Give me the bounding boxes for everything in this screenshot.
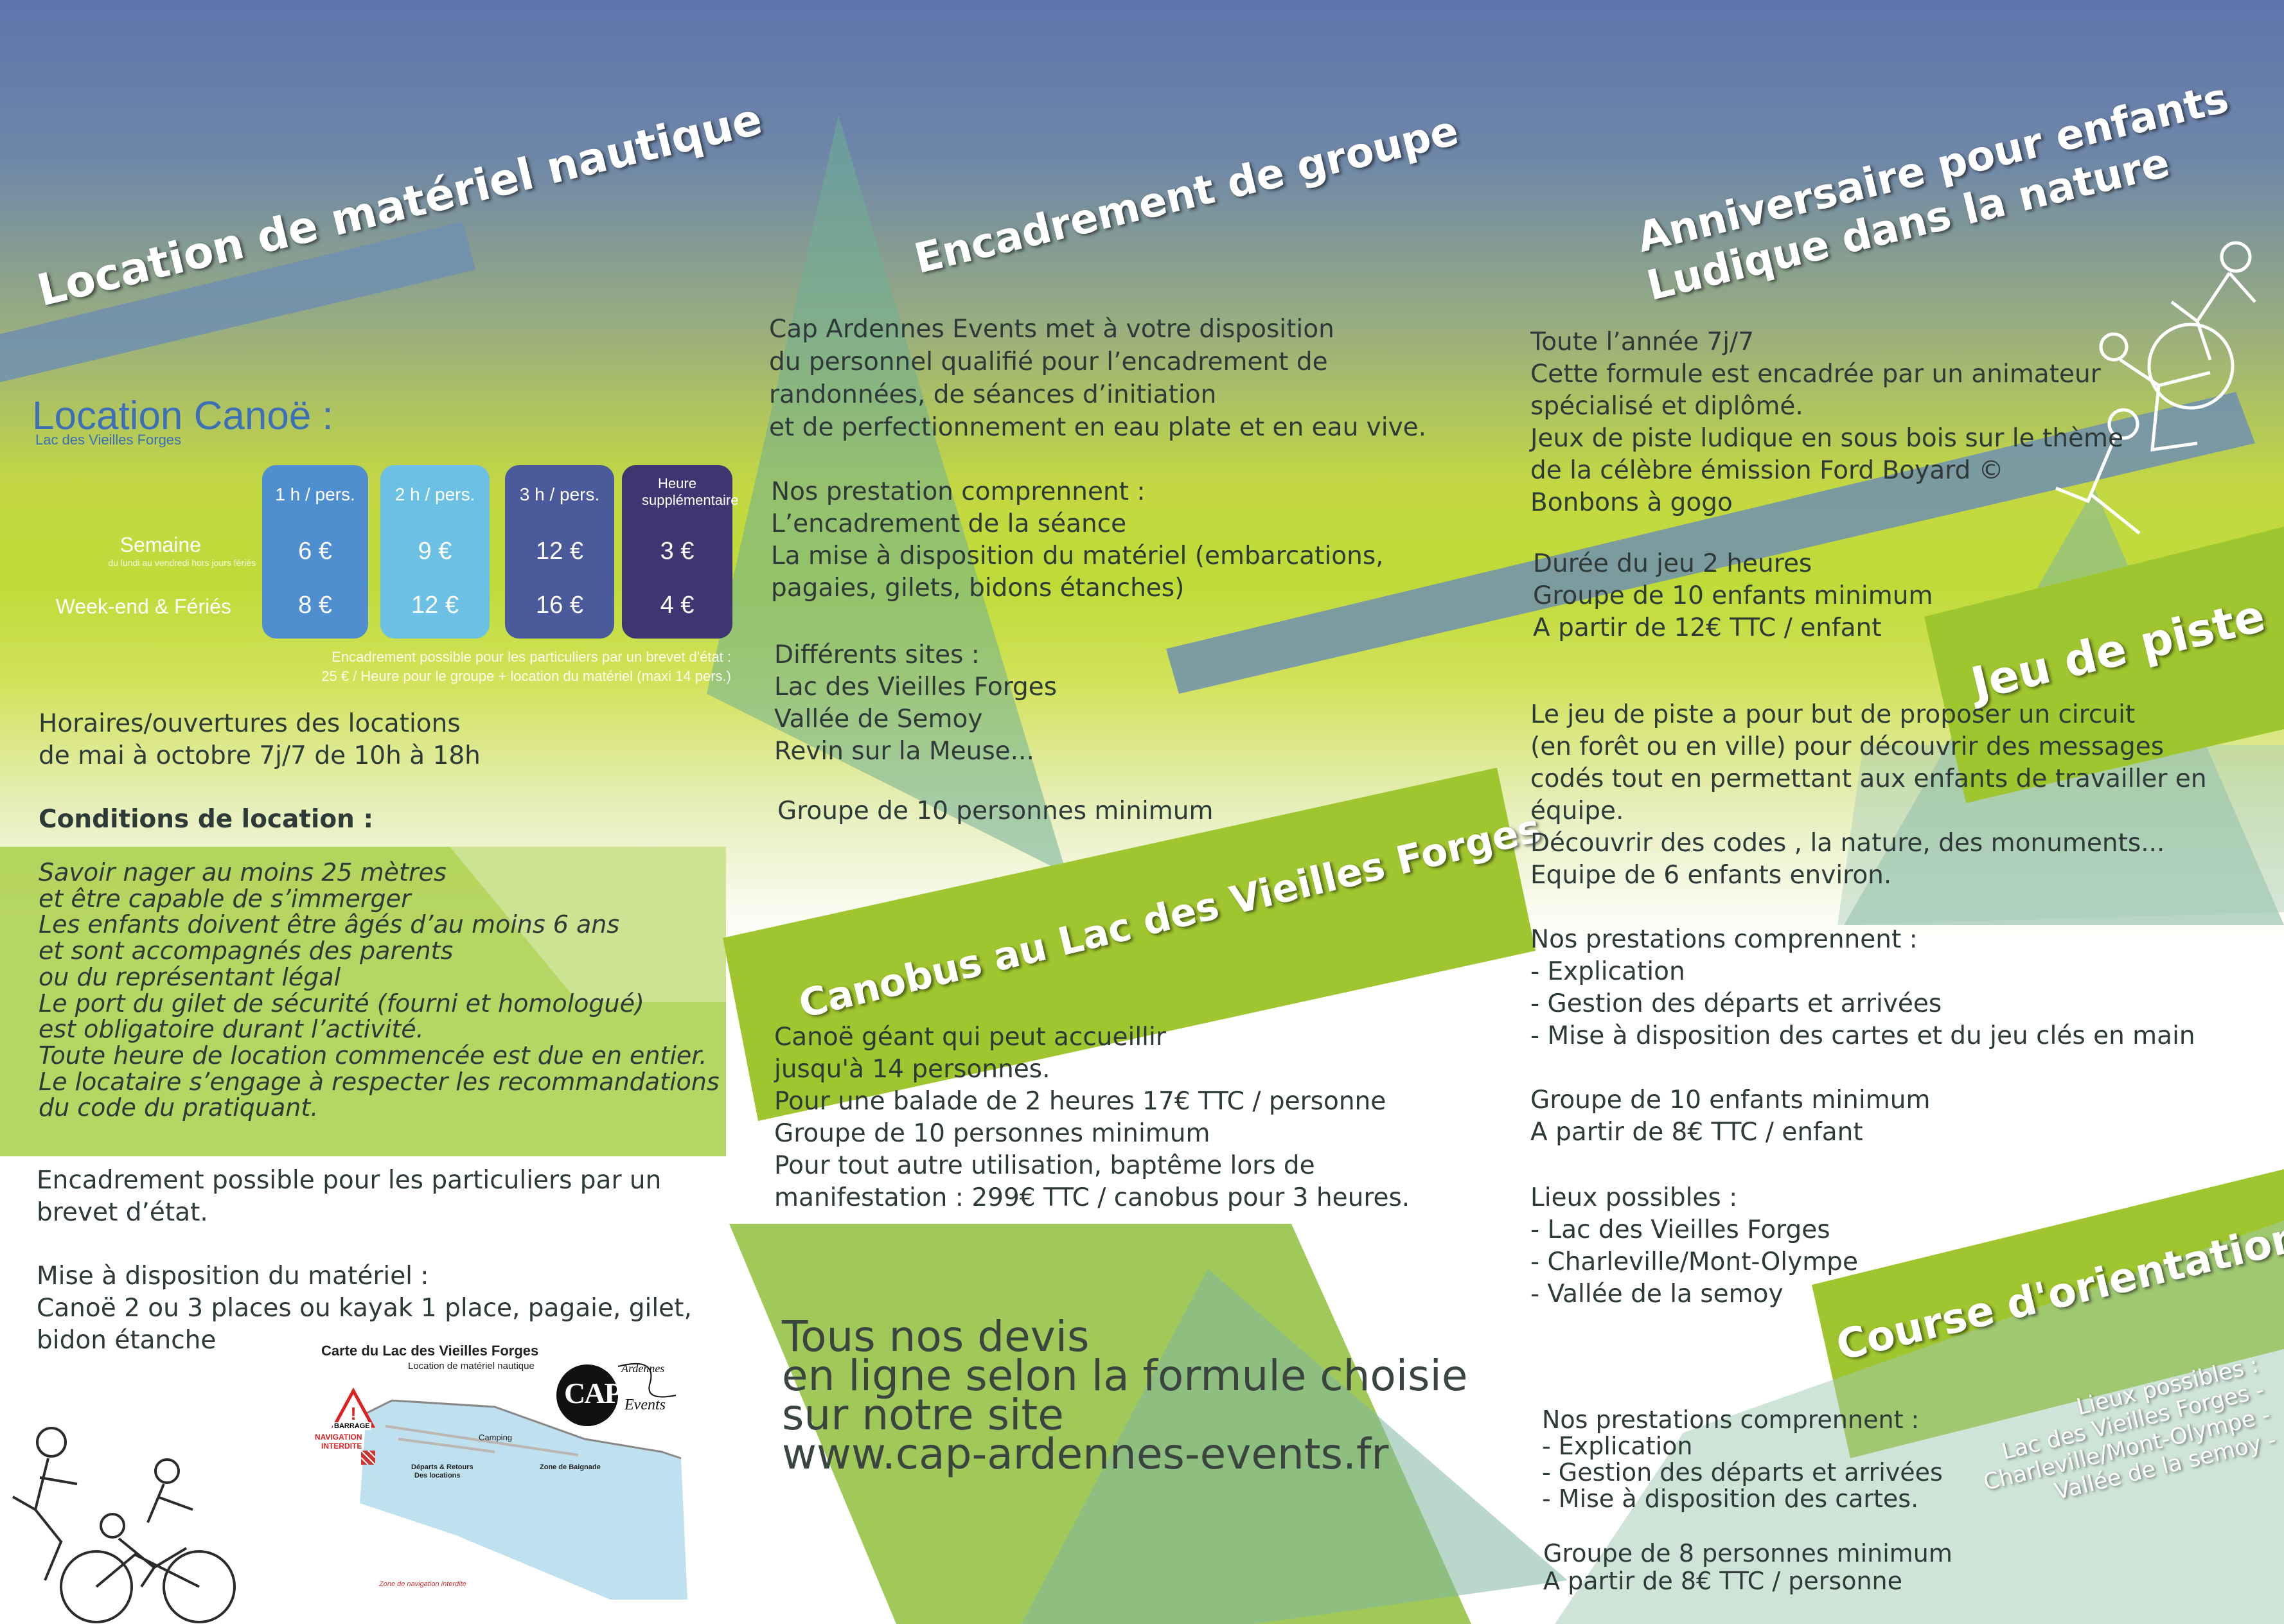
price-col-heure-supp: Heure supplémentaire 3 € 4 € <box>622 465 739 639</box>
teal-triangle-center <box>707 116 1067 874</box>
price-semaine: 6 € <box>298 538 332 565</box>
price-semaine: 9 € <box>418 538 452 565</box>
price-col-header: 2 h / pers. <box>394 484 475 504</box>
map-label-depart-2: Des locations <box>414 1472 461 1479</box>
canoe-title: Location Canoë : <box>32 394 333 438</box>
row-label-semaine-note: du lundi au vendredi hors jours fériés <box>108 558 256 568</box>
cyclist-bottom-left-icon <box>12 1427 236 1623</box>
logo-script-2: Events <box>624 1397 666 1413</box>
map-label-camping: Camping <box>479 1433 513 1442</box>
canoe-note-2: 25 € / Heure pour le groupe + location d… <box>321 668 731 684</box>
encadrement-particuliers: Encadrement possible pour les particulie… <box>37 1166 662 1227</box>
slate-bar-left <box>0 222 475 382</box>
row-label-semaine: Semaine <box>120 533 201 556</box>
logo-script-1: Ardennes <box>621 1362 665 1375</box>
price-semaine: 3 € <box>660 538 695 565</box>
lake-map: Carte du Lac des Vieilles Forges Locatio… <box>302 1343 687 1600</box>
encadrement-prestations: Nos prestation comprennent : L’encadreme… <box>771 477 1384 603</box>
map-subtitle: Location de matériel nautique <box>408 1361 535 1372</box>
encadrement-intro: Cap Ardennes Events met à votre disposit… <box>769 315 1427 442</box>
cap-ardennes-logo: CAP Ardennes Events <box>554 1350 682 1434</box>
cyclist-top-right-icon <box>2055 241 2256 534</box>
price-weekend: 16 € <box>536 592 583 619</box>
jeu-piste-intro: Le jeu de piste a pour but de proposer u… <box>1530 700 2207 890</box>
price-col-2h: 2 h / pers. 9 € 12 € <box>380 465 490 639</box>
encadrement-sites: Différents sites : Lac des Vieilles Forg… <box>774 640 1058 766</box>
map-warning-2: NAVIGATION <box>315 1433 362 1442</box>
teal-haze-right <box>1837 745 2284 925</box>
price-weekend: 4 € <box>660 592 695 619</box>
teal-shape-bottom <box>1022 1269 1568 1624</box>
price-weekend: 12 € <box>411 592 459 619</box>
course-prestations: Nos prestations comprennent : - Explicat… <box>1542 1406 1943 1513</box>
canobus-text: Canoë géant qui peut accueillir jusqu'à … <box>774 1023 1410 1212</box>
map-label-depart: Départs & Retours <box>411 1463 474 1471</box>
map-warning-1: BARRAGE <box>333 1422 371 1430</box>
horaires-text: Horaires/ouvertures des locations de mai… <box>39 709 481 770</box>
logo-letters: CAP <box>564 1377 623 1409</box>
website-link[interactable]: www.cap-ardennes-events.fr <box>782 1429 1389 1479</box>
map-label-baignade: Zone de Baignade <box>540 1463 601 1471</box>
price-semaine: 12 € <box>536 538 583 565</box>
conditions-title: Conditions de location : <box>39 805 374 834</box>
price-col-3h: 3 h / pers. 12 € 16 € <box>505 465 614 639</box>
map-title: Carte du Lac des Vieilles Forges <box>321 1343 539 1359</box>
map-legend: Zone de navigation interdite <box>379 1580 466 1588</box>
encadrement-groupe-min: Groupe de 10 personnes minimum <box>777 797 1214 825</box>
price-col-header: 3 h / pers. <box>519 484 600 504</box>
price-col-1h: 1 h / pers. 6 € 8 € <box>262 465 368 639</box>
canoe-note-1: Encadrement possible pour les particulie… <box>332 649 731 665</box>
logo-mark <box>556 1363 677 1426</box>
conditions-list: Savoir nager au moins 25 mètres et être … <box>39 858 720 1122</box>
jeu-piste-prestations: Nos prestations comprennent : - Explicat… <box>1530 925 2195 1050</box>
price-col-header: Heure supplémentaire <box>642 475 739 508</box>
anniversaire-intro: Toute l’année 7j/7 Cette formule est enc… <box>1530 328 2124 517</box>
jeu-piste-band <box>1924 527 2284 803</box>
teal-shape-bottom-right <box>1555 1221 2284 1624</box>
conditions-band-light <box>450 847 726 1002</box>
devis-text: Tous nos devis en ligne selon la formule… <box>782 1312 1468 1479</box>
lake-water <box>360 1400 687 1600</box>
canobus-band <box>723 768 1536 1121</box>
materiel-text: Mise à disposition du matériel : Canoë 2… <box>37 1262 692 1355</box>
slate-bar-right <box>1166 392 2255 694</box>
row-label-weekend: Week-end & Fériés <box>55 595 231 618</box>
price-col-header: 1 h / pers. <box>275 484 355 504</box>
map-drawing: ! <box>331 1387 687 1600</box>
svg-text:!: ! <box>350 1404 356 1424</box>
jeu-piste-lieux: Lieux possibles : - Lac des Vieilles For… <box>1530 1183 1858 1309</box>
anniversaire-duree: Durée du jeu 2 heures Groupe de 10 enfan… <box>1533 549 1933 642</box>
map-warning-3: INTERDITE <box>321 1442 362 1451</box>
price-weekend: 8 € <box>298 592 332 619</box>
jeu-piste-groupe: Groupe de 10 enfants minimum A partir de… <box>1530 1086 1931 1147</box>
course-groupe: Groupe de 8 personnes minimum A partir d… <box>1543 1539 1952 1595</box>
canoe-subtitle: Lac des Vieilles Forges <box>35 432 182 448</box>
